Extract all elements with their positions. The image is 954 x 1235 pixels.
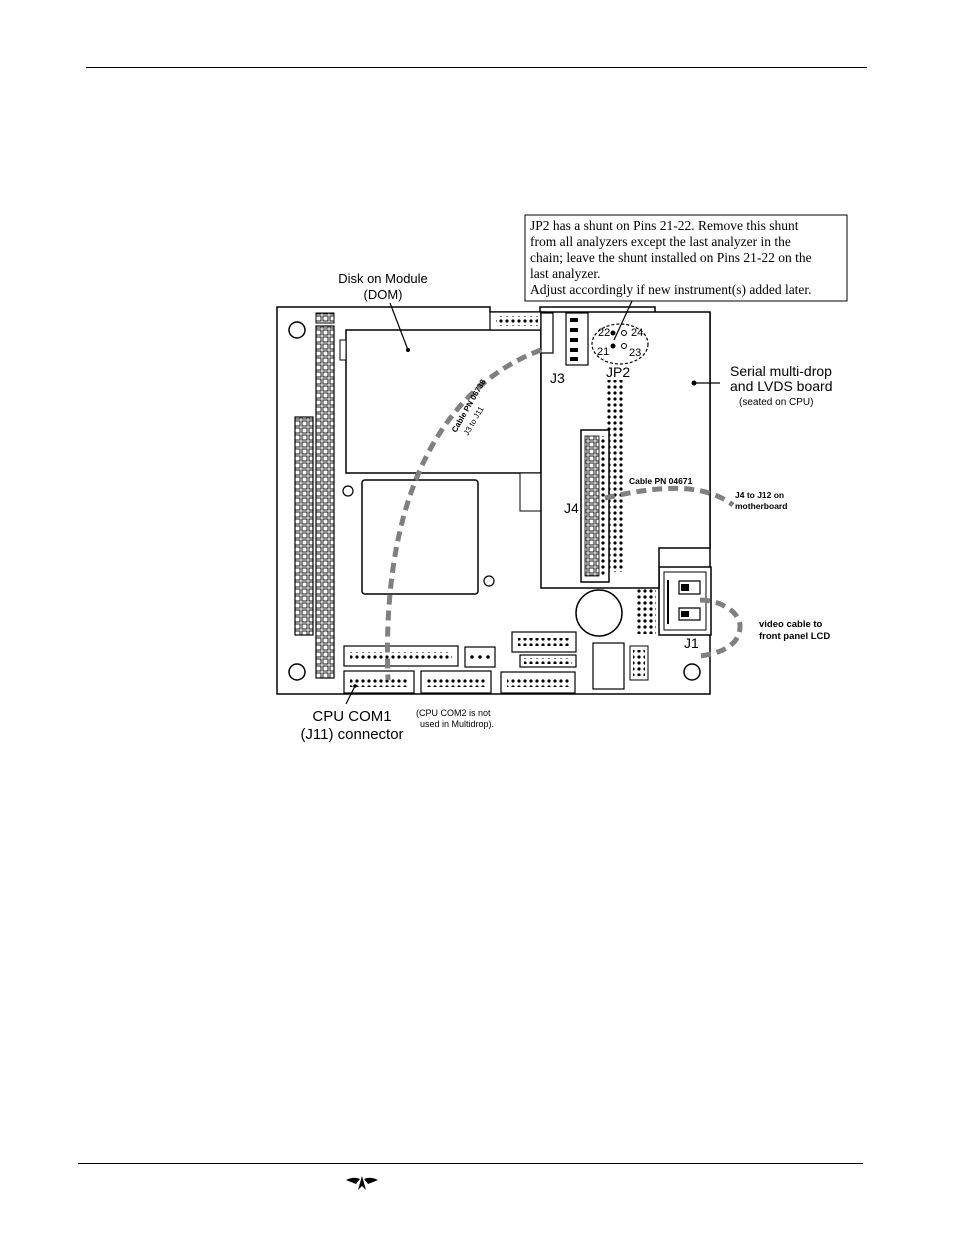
cpu-chip — [361, 479, 479, 595]
pin-23-label: 23 — [629, 347, 641, 359]
com2-label-line-2: used in Multidrop). — [420, 719, 494, 729]
left-pin-header — [315, 325, 335, 679]
jp2-note-box: JP2 has a shunt on Pins 21-22. Remove th… — [524, 214, 848, 302]
video-cable — [699, 597, 743, 659]
footer-rule — [78, 1163, 863, 1164]
mount-hole-bottom-right — [683, 663, 701, 681]
com1-leader — [345, 685, 356, 705]
battery — [575, 589, 623, 637]
cable-j4-label: Cable PN 04671 — [629, 476, 693, 486]
mount-hole-top-left — [288, 321, 306, 339]
note-line-2: from all analyzers except the last analy… — [530, 234, 791, 249]
jp2-label: JP2 — [606, 364, 630, 380]
cable-j4-to-j12 — [604, 485, 735, 508]
cable-j3-to-j11 — [384, 347, 542, 681]
cpu-com1-label-line-2: (J11) connector — [300, 726, 403, 743]
j1-label: J1 — [684, 635, 699, 651]
pc104-connector — [294, 416, 314, 636]
serial-label-line-1: Serial multi-drop — [730, 363, 832, 379]
serial-label-line-3: (seated on CPU) — [739, 397, 813, 408]
j4-j12-label-line-2: motherboard — [735, 501, 787, 511]
dom-label-line-2: (DOM) — [364, 287, 403, 302]
header-rule — [86, 67, 867, 68]
j4-j12-label-line-1: J4 to J12 on — [735, 490, 784, 500]
video-label-line-2: front panel LCD — [759, 631, 830, 642]
disk-on-module — [345, 329, 542, 474]
serial-multidrop-board — [540, 311, 711, 589]
com2-label-line-1: (CPU COM2 is not — [416, 708, 491, 718]
note-leader — [613, 300, 633, 341]
note-line-4: last analyzer. — [530, 266, 600, 281]
mount-hole-bottom-left — [288, 663, 306, 681]
serial-label-line-2: and LVDS board — [730, 378, 832, 394]
note-line-1: JP2 has a shunt on Pins 21-22. Remove th… — [530, 218, 799, 233]
cpu-com1-label-line-1: CPU COM1 — [312, 708, 391, 725]
teledyne-logo-icon — [346, 1176, 378, 1190]
note-line-5: Adjust accordingly if new instrument(s) … — [530, 282, 812, 297]
dom-label-line-1: Disk on Module — [338, 271, 428, 286]
video-label-line-1: video cable to — [759, 619, 823, 630]
j3-label: J3 — [550, 370, 565, 386]
pin-24-label: 24 — [631, 327, 643, 339]
dom-leader — [389, 302, 409, 351]
jp2-jumper — [591, 323, 649, 365]
note-line-3: chain; leave the shunt installed on Pins… — [530, 250, 812, 265]
j4-label: J4 — [564, 500, 579, 516]
pin-22-label: 22 — [598, 327, 610, 339]
pin-21-label: 21 — [597, 346, 609, 358]
